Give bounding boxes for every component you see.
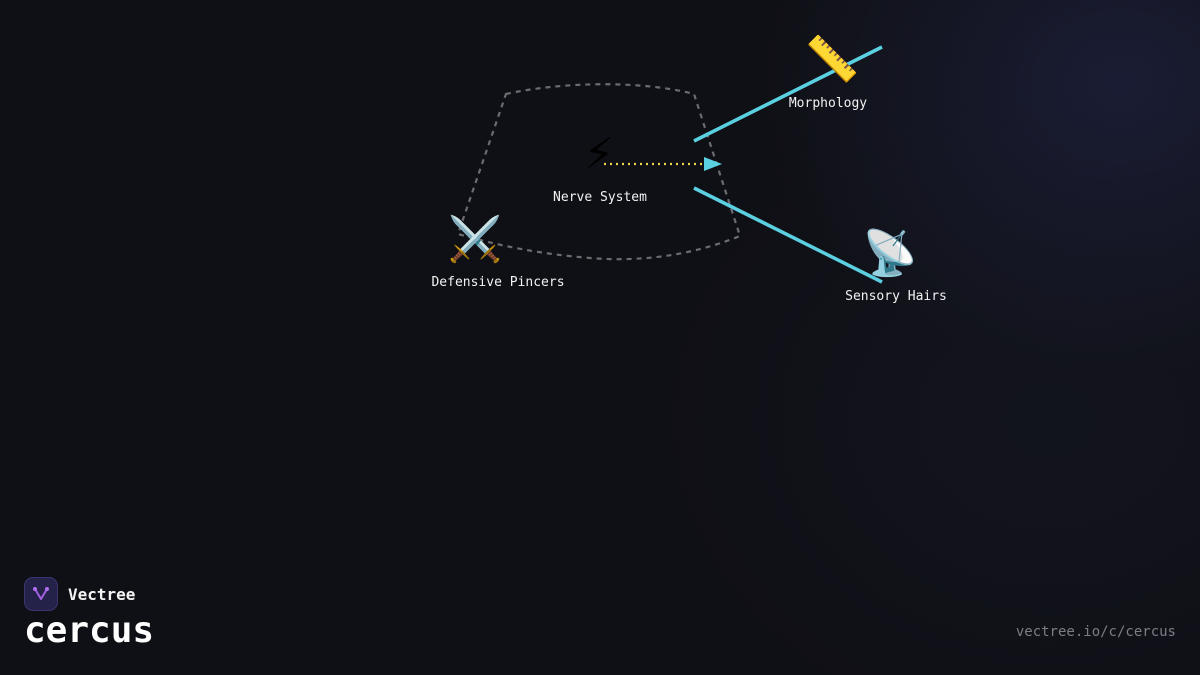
cluster-hull xyxy=(456,83,742,261)
brand: Vectree xyxy=(24,577,135,611)
ruler-icon: 📏 xyxy=(804,34,860,85)
link-sensory-hairs xyxy=(693,186,883,284)
crossed-swords-icon: ⚔️ xyxy=(447,214,503,265)
node-label-sensory-hairs: Sensory Hairs xyxy=(845,289,947,304)
source-url: vectree.io/c/cercus xyxy=(1015,624,1176,640)
vectree-logo-icon xyxy=(24,577,58,611)
node-label-morphology: Morphology xyxy=(788,96,868,111)
node-label-defensive-pincers: Defensive Pincers xyxy=(431,275,565,290)
nerve-arrow-head xyxy=(704,157,722,171)
node-label-nerve-system: Nerve System xyxy=(553,190,647,205)
brand-name: Vectree xyxy=(68,584,136,604)
page-title: cercus xyxy=(24,610,155,651)
link-morphology xyxy=(693,45,883,143)
satellite-dish-icon: 📡 xyxy=(862,228,918,279)
lightning-icon: ⚡ xyxy=(583,129,615,180)
